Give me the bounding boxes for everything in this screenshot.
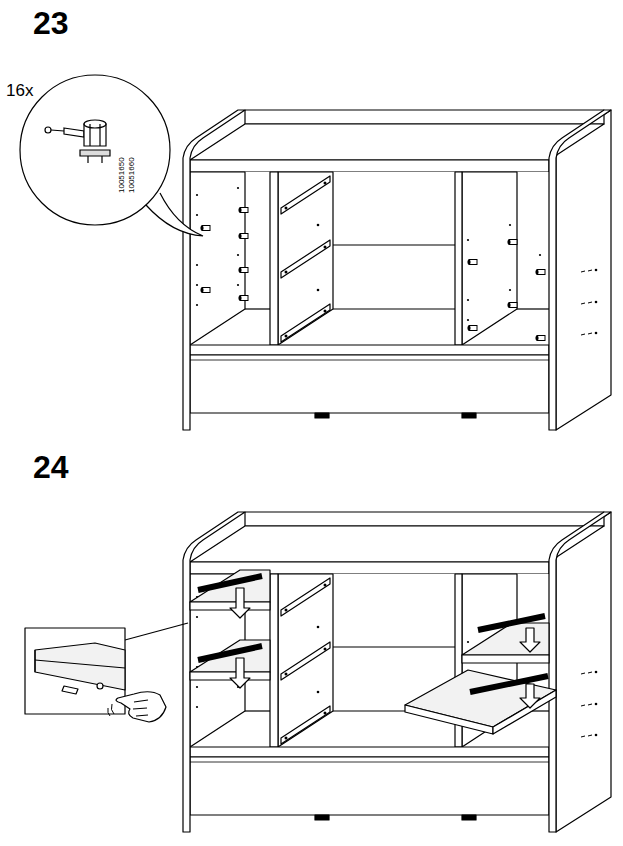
shelves: [462, 623, 549, 655]
direction-bars: [198, 646, 262, 660]
shelves: [405, 705, 493, 734]
detail-inset: [133, 700, 148, 716]
shelf-pins: [507, 240, 517, 245]
shelf-pin-detail: [45, 120, 110, 163]
shelf-pins: [535, 270, 545, 275]
detail-callout: [20, 75, 203, 236]
sideboard-cabinet: [183, 110, 611, 430]
quantity-label: 16x: [6, 82, 33, 101]
shelf-pins: [467, 260, 477, 265]
part-number: 10051660: [128, 157, 136, 193]
shelves: [405, 670, 556, 727]
detail-inset: [25, 628, 125, 714]
part-number: 10051650: [118, 157, 126, 193]
detail-inset: [108, 704, 114, 716]
shelves: [190, 570, 270, 602]
sideboard-cabinet: [183, 512, 611, 832]
shelf-pins: [238, 234, 248, 239]
shelf-pin-detail: [99, 124, 100, 146]
shelf-pin-detail: [101, 156, 102, 163]
down-arrows: [520, 628, 540, 652]
shelf-pin-detail: [80, 150, 110, 156]
shelf-pins: [200, 226, 210, 231]
detail-inset: [34, 650, 35, 672]
shelf-pins: [238, 296, 248, 301]
detail-callout: [20, 75, 170, 225]
direction-bars: [198, 576, 548, 692]
detail-inset: [35, 643, 125, 690]
detail-inset: [62, 686, 78, 694]
shelves: [190, 640, 270, 672]
shelves: [493, 690, 556, 734]
detail-inset: [125, 623, 188, 640]
detail-inset: [25, 623, 188, 722]
shelf-pin-detail: [87, 156, 88, 163]
down-arrows: [230, 588, 250, 618]
shelves: [190, 570, 556, 734]
direction-bars: [478, 616, 545, 630]
shelf-pins: [535, 336, 545, 341]
detail-inset: [116, 692, 166, 722]
shelves: [462, 655, 549, 663]
shelf-pin-detail: [45, 127, 51, 133]
step-number: 24: [33, 450, 69, 485]
detail-inset: [97, 683, 103, 689]
shelf-pin-detail: [51, 130, 64, 131]
detail-inset: [35, 660, 125, 668]
direction-bars: [198, 576, 262, 590]
shelf-pins: [507, 303, 517, 308]
shelf-pins: [467, 326, 477, 331]
direction-bars: [470, 676, 548, 692]
detail-callout: [146, 193, 203, 236]
down-arrows: [230, 658, 250, 688]
shelf-pin-detail: [64, 128, 84, 137]
step-number: 23: [33, 6, 69, 41]
shelf-pins: [200, 208, 545, 341]
shelf-pins: [238, 268, 248, 273]
shelf-pin-detail: [84, 120, 106, 128]
shelf-pins: [238, 208, 248, 213]
down-arrows: [520, 684, 540, 708]
shelf-pins: [200, 288, 210, 293]
down-arrows: [230, 588, 540, 708]
shelf-pin-detail: [89, 124, 90, 146]
